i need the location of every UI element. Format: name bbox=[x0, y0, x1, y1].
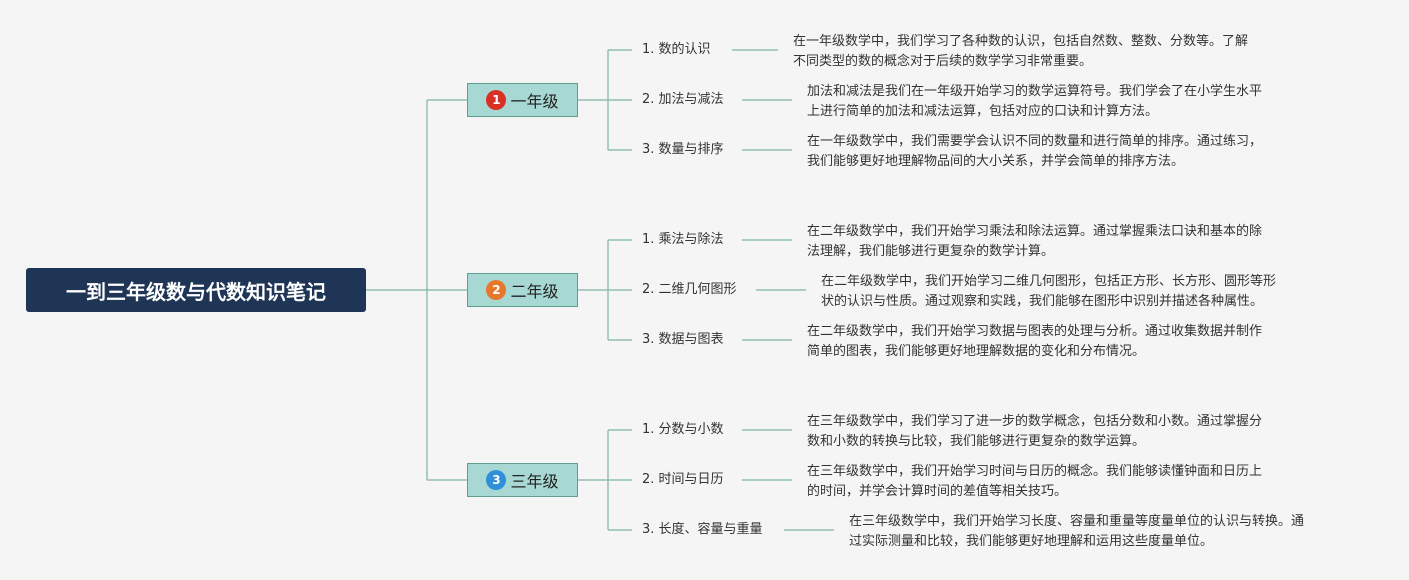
description-3-3: 在三年级数学中，我们开始学习长度、容量和重量等度量单位的认识与转换。通 过实际测… bbox=[849, 512, 1304, 552]
description-line: 过实际测量和比较，我们能够更好地理解和运用这些度量单位。 bbox=[849, 534, 1214, 549]
description-3-2: 在三年级数学中，我们开始学习时间与日历的概念。我们能够读懂钟面和日历上 的时间，… bbox=[807, 462, 1262, 502]
description-line: 在三年级数学中，我们开始学习长度、容量和重量等度量单位的认识与转换。通 bbox=[849, 514, 1305, 529]
description-line: 在二年级数学中，我们开始学习乘法和除法运算。通过掌握乘法口诀和基本的除 bbox=[807, 224, 1263, 239]
topic-2-2[interactable]: 2. 二维几何图形 bbox=[642, 282, 737, 297]
description-line: 数和小数的转换与比较，我们能够进行更复杂的数学运算。 bbox=[807, 434, 1146, 449]
description-line: 在二年级数学中，我们开始学习二维几何图形，包括正方形、长方形、圆形等形 bbox=[821, 274, 1277, 289]
root-node[interactable]: 一到三年级数与代数知识笔记 bbox=[26, 268, 366, 312]
description-2-1: 在二年级数学中，我们开始学习乘法和除法运算。通过掌握乘法口诀和基本的除 法理解，… bbox=[807, 222, 1262, 262]
description-3-1: 在三年级数学中，我们学习了进一步的数学概念，包括分数和小数。通过掌握分 数和小数… bbox=[807, 412, 1262, 452]
topic-1-1[interactable]: 1. 数的认识 bbox=[642, 42, 711, 57]
connector-root bbox=[366, 99, 467, 481]
topic-1-3[interactable]: 3. 数量与排序 bbox=[642, 142, 724, 157]
grade-label: 二年级 bbox=[510, 282, 559, 301]
description-line: 在一年级数学中，我们需要学会认识不同的数量和进行简单的排序。通过练习， bbox=[807, 134, 1263, 149]
description-1-2: 加法和减法是我们在一年级开始学习的数学运算符号。我们学会了在小学生水平 上进行简… bbox=[807, 82, 1262, 122]
description-line: 简单的图表，我们能够更好地理解数据的变化和分布情况。 bbox=[807, 344, 1146, 359]
topic-3-1[interactable]: 1. 分数与小数 bbox=[642, 422, 724, 437]
description-1-3: 在一年级数学中，我们需要学会认识不同的数量和进行简单的排序。通过练习， 我们能够… bbox=[807, 132, 1262, 172]
connector-grade-3 bbox=[578, 429, 632, 531]
description-line: 我们能够更好地理解物品间的大小关系，并学会简单的排序方法。 bbox=[807, 154, 1185, 169]
grade-node-2[interactable]: 2 二年级 bbox=[467, 273, 578, 307]
number-badge-icon: 1 bbox=[486, 90, 507, 110]
description-line: 在一年级数学中，我们学习了各种数的认识，包括自然数、整数、分数等。了解 bbox=[793, 34, 1249, 49]
description-2-3: 在二年级数学中，我们开始学习数据与图表的处理与分析。通过收集数据并制作 简单的图… bbox=[807, 322, 1262, 362]
description-line: 在三年级数学中，我们开始学习时间与日历的概念。我们能够读懂钟面和日历上 bbox=[807, 464, 1263, 479]
number-badge-icon: 3 bbox=[486, 470, 507, 490]
grade-node-3[interactable]: 3 三年级 bbox=[467, 463, 578, 497]
grade-label: 一年级 bbox=[510, 92, 559, 111]
topic-3-3[interactable]: 3. 长度、容量与重量 bbox=[642, 522, 763, 537]
description-line: 上进行简单的加法和减法运算，包括对应的口诀和计算方法。 bbox=[807, 104, 1159, 119]
description-1-1: 在一年级数学中，我们学习了各种数的认识，包括自然数、整数、分数等。了解 不同类型… bbox=[793, 32, 1248, 72]
description-line: 加法和减法是我们在一年级开始学习的数学运算符号。我们学会了在小学生水平 bbox=[807, 84, 1263, 99]
topic-2-3[interactable]: 3. 数据与图表 bbox=[642, 332, 724, 347]
root-title: 一到三年级数与代数知识笔记 bbox=[66, 279, 326, 304]
description-2-2: 在二年级数学中，我们开始学习二维几何图形，包括正方形、长方形、圆形等形 状的认识… bbox=[821, 272, 1276, 312]
description-line: 不同类型的数的概念对于后续的数学学习非常重要。 bbox=[793, 54, 1093, 69]
grade-label: 三年级 bbox=[510, 472, 559, 491]
topic-3-2[interactable]: 2. 时间与日历 bbox=[642, 472, 724, 487]
description-line: 的时间，并学会计算时间的差值等相关技巧。 bbox=[807, 484, 1068, 499]
topic-1-2[interactable]: 2. 加法与减法 bbox=[642, 92, 724, 107]
connector-grade-2 bbox=[578, 239, 632, 341]
topic-2-1[interactable]: 1. 乘法与除法 bbox=[642, 232, 724, 247]
grade-node-1[interactable]: 1 一年级 bbox=[467, 83, 578, 117]
description-line: 在三年级数学中，我们学习了进一步的数学概念，包括分数和小数。通过掌握分 bbox=[807, 414, 1263, 429]
description-line: 法理解，我们能够进行更复杂的数学计算。 bbox=[807, 244, 1055, 259]
description-line: 在二年级数学中，我们开始学习数据与图表的处理与分析。通过收集数据并制作 bbox=[807, 324, 1263, 339]
connector-grade-1 bbox=[578, 49, 632, 151]
number-badge-icon: 2 bbox=[486, 280, 507, 300]
description-line: 状的认识与性质。通过观察和实践，我们能够在图形中识别并描述各种属性。 bbox=[821, 294, 1264, 309]
